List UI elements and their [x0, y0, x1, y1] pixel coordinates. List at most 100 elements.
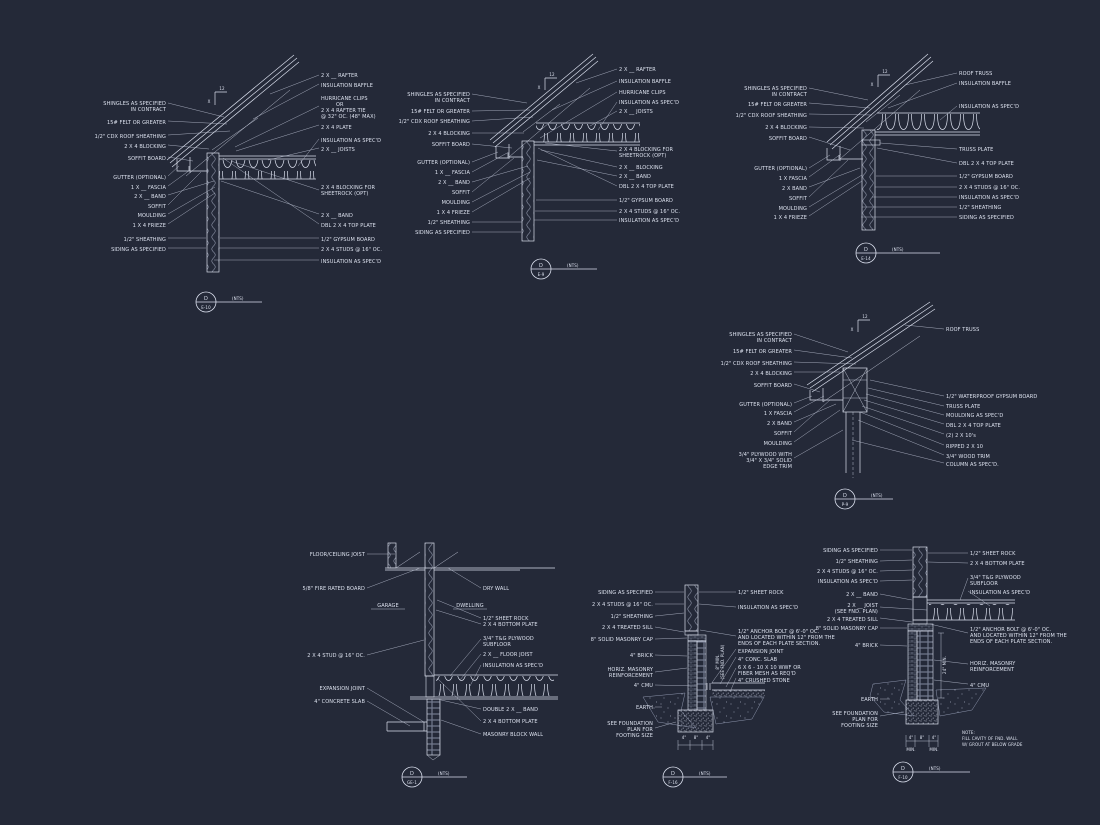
label: 1/2" CDX ROOF SHEATHING	[721, 361, 792, 367]
pitch-run-label: X	[208, 99, 211, 104]
scale-note: (NTS)	[232, 296, 244, 301]
label: 2 X 4 STUDS @ 16" OC.	[321, 247, 382, 253]
label: 2 X __ JOISTS	[619, 109, 653, 115]
detail-callout-e10: D E-10 (NTS)	[195, 291, 262, 313]
detail-f10-right-labels: 1/2" SHEET ROCK 2 X 4 BOTTOM PLATE 3/4" …	[970, 551, 1067, 689]
detail-f16-left-labels: SIDING AS SPECIFIED 2 X 4 STUDS @ 16" OC…	[591, 590, 654, 739]
label: MOULDING	[138, 213, 166, 219]
pitch-run-label: X	[538, 85, 541, 90]
leader-lines	[879, 549, 928, 717]
detail-f10-left-labels: SIDING AS SPECIFIED 1/2" SHEATHING 2 X 4…	[816, 548, 879, 729]
callout-letter: D	[843, 493, 847, 499]
label: SHINGLES AS SPECIFIED	[729, 332, 792, 338]
label: INSULATION BAFFLE	[321, 83, 373, 89]
label: INSULATION AS SPEC'D	[619, 100, 679, 106]
label: SOFFIT BOARD	[754, 383, 792, 389]
label: RIPPED 2 X 10	[946, 444, 983, 450]
label: 4" BRICK	[855, 643, 879, 649]
label: 2 X 4 BLOCKING	[765, 125, 807, 131]
label: 2 X 4 BOTTOM PLATE	[483, 622, 538, 628]
label: SHINGLES AS SPECIFIED	[407, 92, 470, 98]
dim-label: 8"	[694, 735, 699, 740]
label: 8" SOLID MASONRY CAP	[816, 626, 878, 632]
label: 2 X 4 STUDS @ 16" OC.	[592, 602, 653, 608]
label: 2 X __ FLOOR JOIST	[483, 652, 534, 658]
label: 2 X __ BAND	[321, 213, 353, 219]
label: IN CONTRACT	[435, 98, 471, 104]
label: GUTTER (OPTIONAL)	[113, 175, 166, 181]
detail-e9-right-labels: 2 X __ RAFTER INSULATION BAFFLE HURRICAN…	[619, 67, 680, 224]
label: 2 X __ BLOCKING	[619, 165, 663, 171]
label: ROOF TRUSS	[946, 327, 979, 333]
label: 3/4" T&G PLYWOOD	[970, 575, 1021, 581]
label: 1/2" SHEATHING	[611, 614, 653, 620]
label: AND LOCATED WITHIN 12" FROM THE	[970, 633, 1067, 639]
label: 2 X 4 BOTTOM PLATE	[970, 561, 1025, 567]
detail-callout-e14: D E-14 (NTS)	[855, 242, 940, 264]
label: 2 X 4 TREATED SILL	[827, 617, 878, 623]
leader-lines	[534, 68, 618, 221]
label: GUTTER (OPTIONAL)	[417, 160, 470, 166]
label: 2 X BAND	[782, 186, 807, 192]
label: SHINGLES AS SPECIFIED	[744, 86, 807, 92]
callout-letter: D	[539, 263, 543, 269]
callout-number: E-10	[201, 305, 211, 310]
label: 2 X 4 TREATED SILL	[602, 625, 653, 631]
leader-lines	[698, 591, 737, 693]
leader-lines	[927, 552, 991, 685]
label: 1/2" SHEET ROCK	[970, 551, 1016, 557]
label: 6 X 6 - 10 X 10 WWF OR	[738, 665, 801, 671]
label: 15# FELT OR GREATER	[411, 109, 470, 115]
label: 4" CMU	[634, 683, 653, 689]
label: INSULATION AS SPEC'D	[959, 195, 1019, 201]
detail-p9-geometry: 12 X	[806, 301, 936, 478]
leader-lines	[366, 553, 425, 727]
label: INSULATION BAFFLE	[959, 81, 1011, 87]
label: INSULATION AS SPEC'D	[959, 104, 1019, 110]
callout-letter: D	[901, 766, 905, 772]
detail-e10-right-labels: 2 X __ RAFTER INSULATION BAFFLE HURRICAN…	[321, 73, 382, 265]
note-line: NOTE:	[962, 730, 975, 735]
detail-f10: 24" MIN. 4" 8" 4" MIN. MIN. SIDING AS SP…	[816, 546, 1067, 783]
label: REINFORCEMENT	[609, 673, 654, 679]
label: SHEETROCK (OPT)	[619, 153, 666, 159]
area-label-dwelling: DWELLING	[456, 603, 483, 609]
label: GUTTER (OPTIONAL)	[754, 166, 807, 172]
callout-number: P-9	[842, 502, 849, 507]
label: SOFFIT BOARD	[432, 142, 470, 148]
label: SOFFIT	[774, 431, 793, 437]
scale-note: (NTS)	[438, 771, 450, 776]
label: MOULDING AS SPEC'D	[946, 413, 1003, 419]
label: 2 X 4 BLOCKING	[750, 371, 792, 377]
label: (SEE FND. PLAN)	[835, 609, 878, 615]
leader-lines	[654, 591, 697, 729]
leader-lines	[793, 333, 857, 459]
label: 1/2" SHEATHING	[959, 205, 1001, 211]
label: 1/2" CDX ROOF SHEATHING	[95, 134, 166, 140]
label: 4" CONC. SLAB	[738, 657, 778, 663]
label: DBL 2 X 4 TOP PLATE	[959, 161, 1014, 167]
label: FOOTING SIZE	[616, 733, 653, 739]
label: IN CONTRACT	[772, 92, 808, 98]
label: 3/4" PLYWOOD WITH	[739, 452, 792, 458]
detail-e14-left-labels: SHINGLES AS SPECIFIED IN CONTRACT 15# FE…	[736, 86, 808, 221]
label: 1 X FASCIA	[764, 411, 793, 417]
callout-letter: D	[204, 296, 208, 302]
label: INSULATION AS SPEC'D	[970, 590, 1030, 596]
label: ENDS OF EACH PLATE SECTION.	[738, 641, 821, 647]
callout-number: E-14	[861, 256, 871, 261]
leader-lines	[471, 93, 534, 233]
label: 1/2" SHEET ROCK	[738, 590, 784, 596]
label: 2 X __ BAND	[438, 180, 470, 186]
label: SEE FOUNDATION	[832, 711, 878, 717]
note-line: FILL CAVITY OF FND. WALL	[962, 736, 1018, 741]
label: HURRICANE CLIPS	[321, 96, 368, 102]
label: MOULDING	[442, 200, 470, 206]
label: 1/2" CDX ROOF SHEATHING	[736, 113, 807, 119]
pitch-rise-label: 12	[219, 86, 225, 91]
label: TRUSS PLATE	[958, 147, 993, 153]
label: 2 X 4 BOTTOM PLATE	[483, 719, 538, 725]
label: 1 X 4 FRIEZE	[774, 215, 807, 221]
detail-e10: 12 X SHINGLES AS SPECIFIED IN CONTRACT 1…	[95, 54, 382, 313]
label: 3/4" WOOD TRIM	[946, 454, 990, 460]
